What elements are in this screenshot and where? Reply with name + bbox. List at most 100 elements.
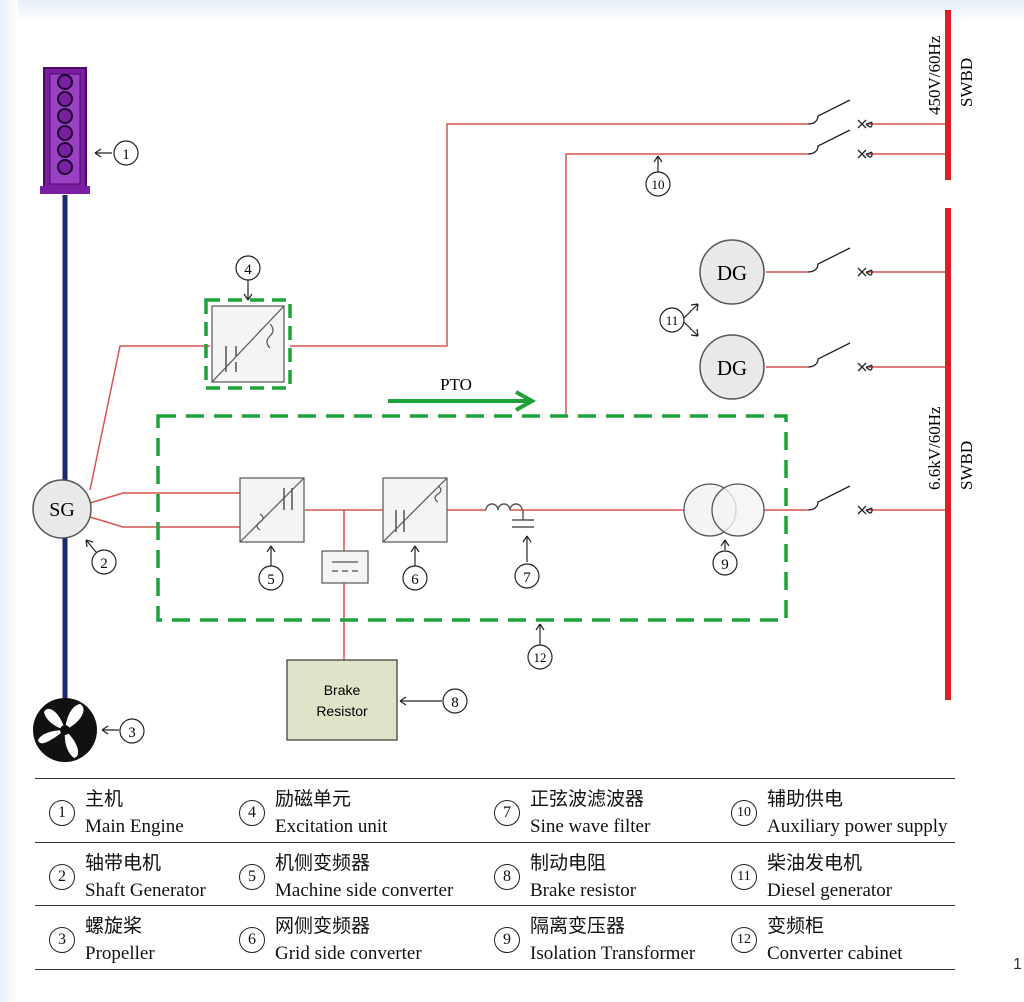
legend-label-cn: 制动电阻 [530,852,607,874]
legend-item: 5 机侧变频器 Machine side converter [225,844,465,906]
legend-label-en: Auxiliary power supply [767,816,948,837]
background-band-left [0,0,18,1002]
grid-side-converter-icon [382,477,448,543]
legend-label-en: Isolation Transformer [530,943,696,964]
propeller-icon [33,698,97,762]
excitation-unit-frame [204,298,292,390]
callout-8: 8 [399,688,468,714]
main-engine-icon [40,67,90,194]
callout-10-label: 10 [652,177,665,192]
legend-item: 9 隔离变压器 Isolation Transformer [480,907,720,969]
machine-side-converter-icon [239,477,305,543]
legend-label-cn: 主机 [85,788,124,810]
legend-item: 11 柴油发电机 Diesel generator [717,844,955,906]
legend-label-cn: 变频柜 [767,915,825,937]
sine-wave-filter-icon [485,503,534,528]
legend-item: 7 正弦波滤波器 Sine wave filter [480,780,720,842]
callout-2: 2 [85,539,117,575]
dc-link-icon [321,550,369,584]
legend-number: 7 [494,800,520,826]
legend-number: 9 [494,927,520,953]
isolation-transformer-icon [683,483,765,537]
swbd-6-6kv-voltage: 6.6kV/60Hz [925,406,944,490]
diesel-generator-2 [699,334,765,400]
legend-label-en: Shaft Generator [85,880,206,901]
callout-5: 5 [258,545,284,591]
legend-number: 12 [731,927,757,953]
legend-label-en: Sine wave filter [530,816,651,837]
legend-number: 6 [239,927,265,953]
callout-12-label: 12 [534,650,547,665]
legend-label-en: Main Engine [85,816,184,837]
legend-label-cn: 正弦波滤波器 [530,788,645,810]
brake-resistor-line1: Brake [324,682,361,698]
dg-label-1: DG [717,261,747,285]
breaker-switches [807,99,873,515]
legend-number: 8 [494,864,520,890]
callout-11-label: 11 [666,313,679,328]
callout-6: 6 [402,545,428,591]
legend-label-cn: 机侧变频器 [275,852,371,874]
dg-label-2: DG [717,356,747,380]
legend-number: 1 [49,800,75,826]
background-band-top [0,0,1024,22]
legend-item: 8 制动电阻 Brake resistor [480,844,720,906]
legend-item: 1 主机 Main Engine [35,780,235,842]
legend-label-en: Excitation unit [275,816,388,837]
legend-label-en: Machine side converter [275,880,454,901]
legend-item: 3 螺旋桨 Propeller [35,907,235,969]
callout-10: 10 [645,155,671,197]
pto-label: PTO [440,375,472,394]
legend-number: 3 [49,927,75,953]
callout-5-label: 5 [267,572,275,588]
legend-number: 2 [49,864,75,890]
legend-label-cn: 励磁单元 [275,788,352,810]
callout-1: 1 [94,140,139,166]
brake-resistor-box [286,659,398,741]
legend-item: 10 辅助供电 Auxiliary power supply [717,780,955,842]
legend-rule-2 [35,905,955,906]
legend-label-cn: 螺旋桨 [85,915,143,937]
callout-7-label: 7 [523,570,531,586]
callout-3-label: 3 [128,725,136,741]
converter-cabinet-frame [156,414,788,622]
callout-8-label: 8 [451,695,459,711]
legend-label-en: Converter cabinet [767,943,903,964]
callout-1-label: 1 [122,147,130,163]
legend-item: 2 轴带电机 Shaft Generator [35,844,235,906]
legend-rule-top [35,778,955,779]
callout-9-label: 9 [721,557,729,573]
swbd-450v-name: SWBD [957,58,976,107]
callout-2-label: 2 [100,556,108,572]
legend-number: 11 [731,864,757,890]
diesel-generator-1 [699,239,765,305]
callout-9: 9 [712,539,738,576]
legend-label-cn: 轴带电机 [85,852,162,874]
legend-label-cn: 网侧变频器 [275,915,371,937]
brake-resistor-line2: Resistor [316,703,368,719]
legend-number: 10 [731,800,757,826]
legend-rule-1 [35,842,955,843]
callout-7: 7 [514,535,540,589]
legend-rule-bottom [35,969,955,970]
callout-4: 4 [235,255,261,301]
legend-label-cn: 辅助供电 [767,788,844,810]
legend-label-cn: 隔离变压器 [530,915,626,937]
legend-label-en: Diesel generator [767,880,893,901]
legend-number: 4 [239,800,265,826]
page-number: 1 [1013,956,1022,973]
excitation-unit-icon [211,305,285,383]
callout-6-label: 6 [411,572,419,588]
single-line-diagram: 1 3 [32,10,976,762]
legend-label-en: Propeller [85,943,155,964]
shaft-generator [32,479,92,539]
sg-label: SG [49,499,75,521]
callout-3: 3 [101,718,145,744]
legend-label-en: Brake resistor [530,880,637,901]
legend-item: 12 变频柜 Converter cabinet [717,907,955,969]
legend-item: 4 励磁单元 Excitation unit [225,780,465,842]
legend-item: 6 网侧变频器 Grid side converter [225,907,465,969]
pto-arrow [388,390,537,412]
legend-label-en: Grid side converter [275,943,422,964]
legend-table: 1 主机 Main Engine 4 励磁单元 Excitation unit … [35,778,955,970]
